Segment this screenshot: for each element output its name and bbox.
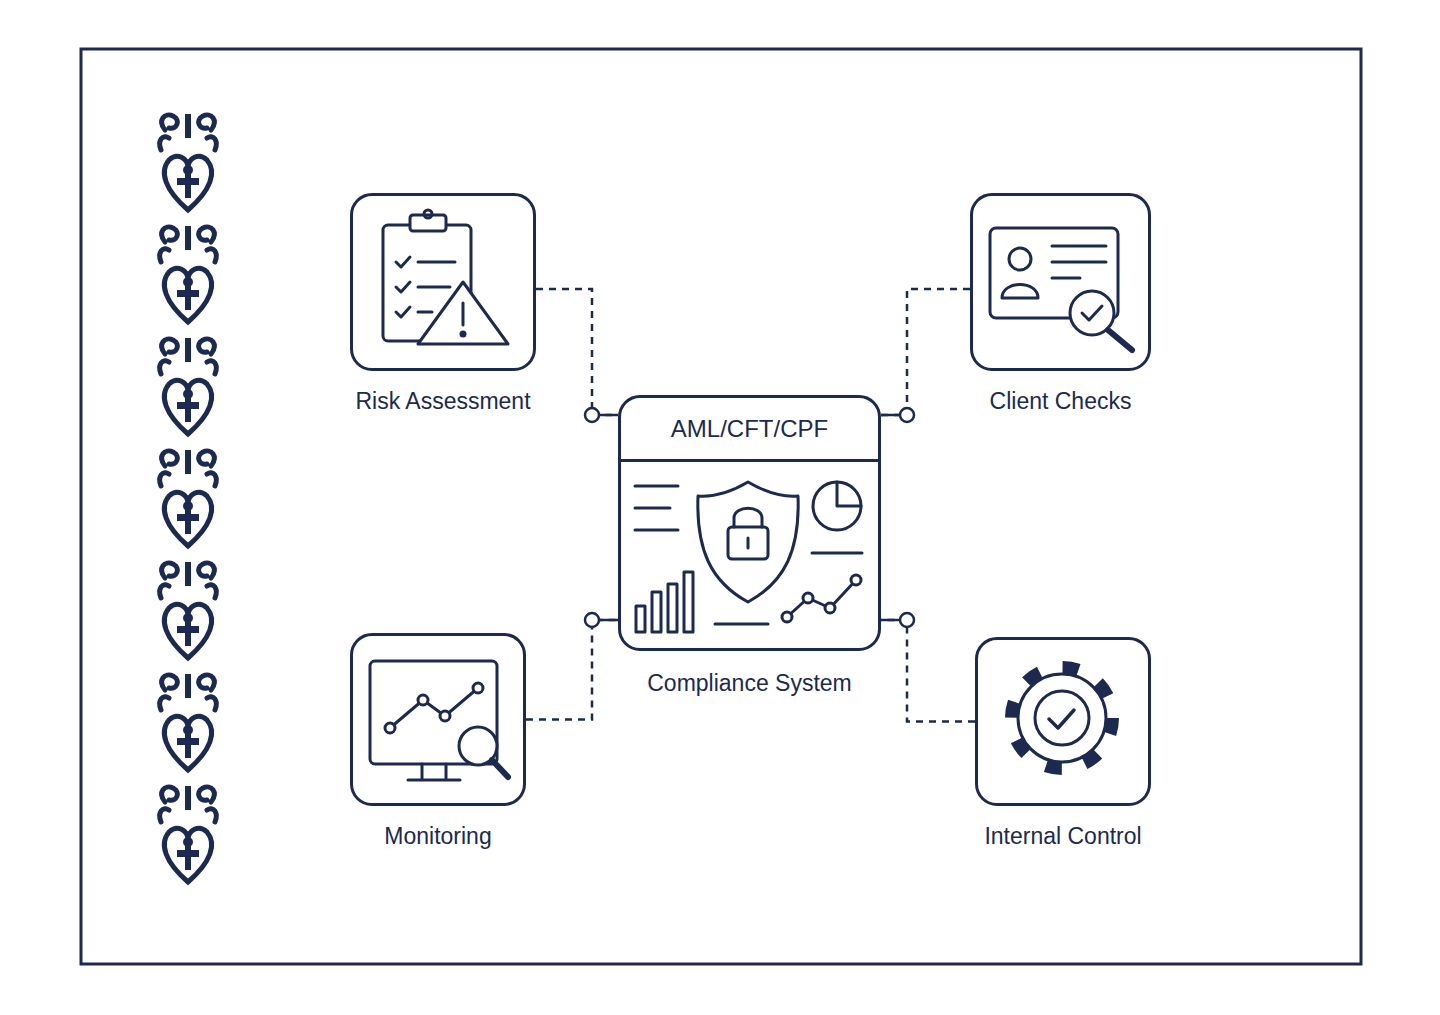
box-label: Monitoring [384, 823, 491, 850]
client-icon [990, 228, 1132, 350]
dashed-connector [881, 289, 970, 415]
box-heading: AML/CFT/CPF [621, 398, 878, 462]
connector-dot [585, 408, 599, 422]
connector-dot [900, 613, 914, 627]
dashed-connector [536, 289, 618, 415]
connector-group [536, 289, 618, 422]
icon-box: Risk Assessment [350, 193, 536, 371]
ornament-strip [155, 110, 221, 894]
connector-group [526, 613, 618, 720]
risk-icon [383, 210, 508, 344]
connector-group [881, 613, 975, 722]
system-box: AML/CFT/CPFCompliance System [618, 395, 881, 651]
connector-dot [900, 408, 914, 422]
connector-group [881, 289, 970, 422]
box-label: Compliance System [647, 670, 852, 697]
box-label: Client Checks [990, 388, 1132, 415]
page-frame [81, 49, 1361, 964]
dashed-connector [881, 620, 975, 722]
monitoring-icon [370, 661, 508, 780]
icon-box: Client Checks [970, 193, 1151, 371]
icon-box: Monitoring [350, 633, 526, 806]
dashed-connector [526, 620, 618, 720]
box-label: Internal Control [984, 823, 1141, 850]
box-label: Risk Assessment [355, 388, 530, 415]
connector-dot [585, 613, 599, 627]
icon-box: Internal Control [975, 637, 1151, 806]
compliance-icon [635, 482, 862, 632]
control-icon [1012, 668, 1112, 768]
